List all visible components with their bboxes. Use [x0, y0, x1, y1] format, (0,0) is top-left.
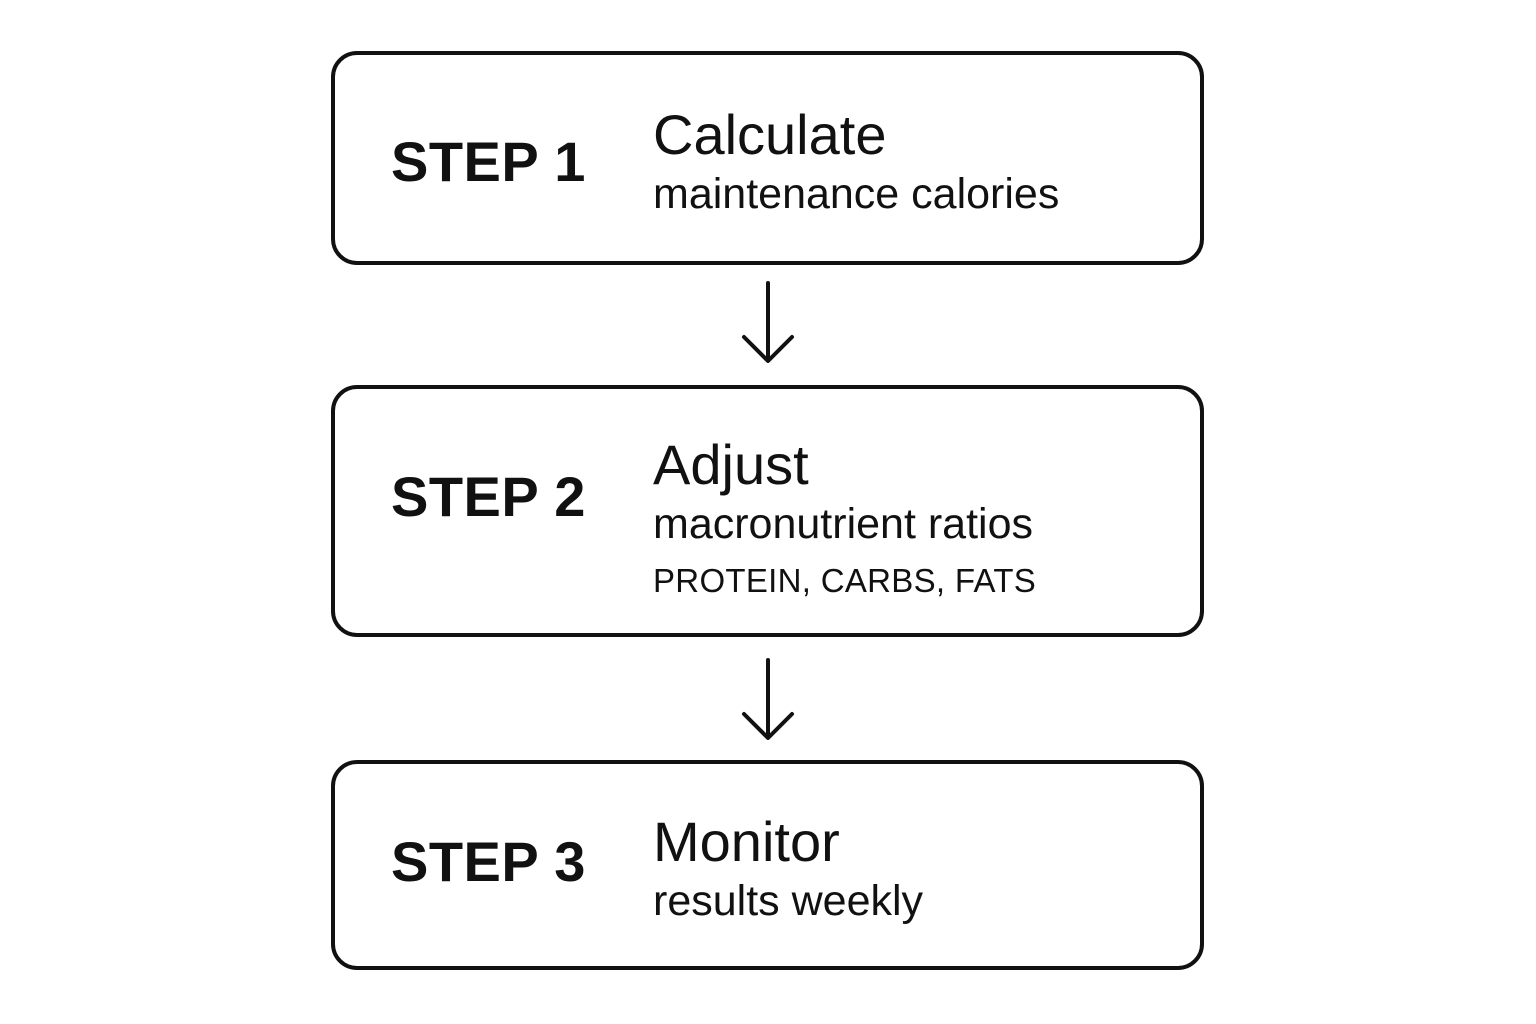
step-1-box: STEP 1 Calculate maintenance calories: [331, 51, 1204, 265]
step-3-description: results weekly: [653, 877, 924, 925]
step-1-title: Calculate: [653, 103, 887, 166]
step-3-text: Monitor results weekly: [653, 812, 923, 930]
arrow-down-icon: [742, 281, 794, 363]
step-2-title: Adjust: [653, 433, 809, 496]
step-2-description: macronutrient ratios: [653, 500, 1033, 548]
step-2-detail: PROTEIN, CARBS, FATS: [653, 562, 1037, 599]
step-3-label: STEP 3: [391, 830, 586, 893]
step-3-title: Monitor: [653, 810, 840, 873]
arrow-down-icon: [742, 658, 794, 740]
step-2-box: STEP 2 Adjust macronutrient ratios PROTE…: [331, 385, 1204, 637]
step-3-box: STEP 3 Monitor results weekly: [331, 760, 1204, 970]
step-2-label: STEP 2: [391, 465, 586, 528]
step-1-description: maintenance calories: [653, 170, 1060, 218]
step-2-text: Adjust macronutrient ratios PROTEIN, CAR…: [653, 435, 1036, 601]
step-1-text: Calculate maintenance calories: [653, 105, 1059, 223]
step-1-label: STEP 1: [391, 130, 586, 193]
